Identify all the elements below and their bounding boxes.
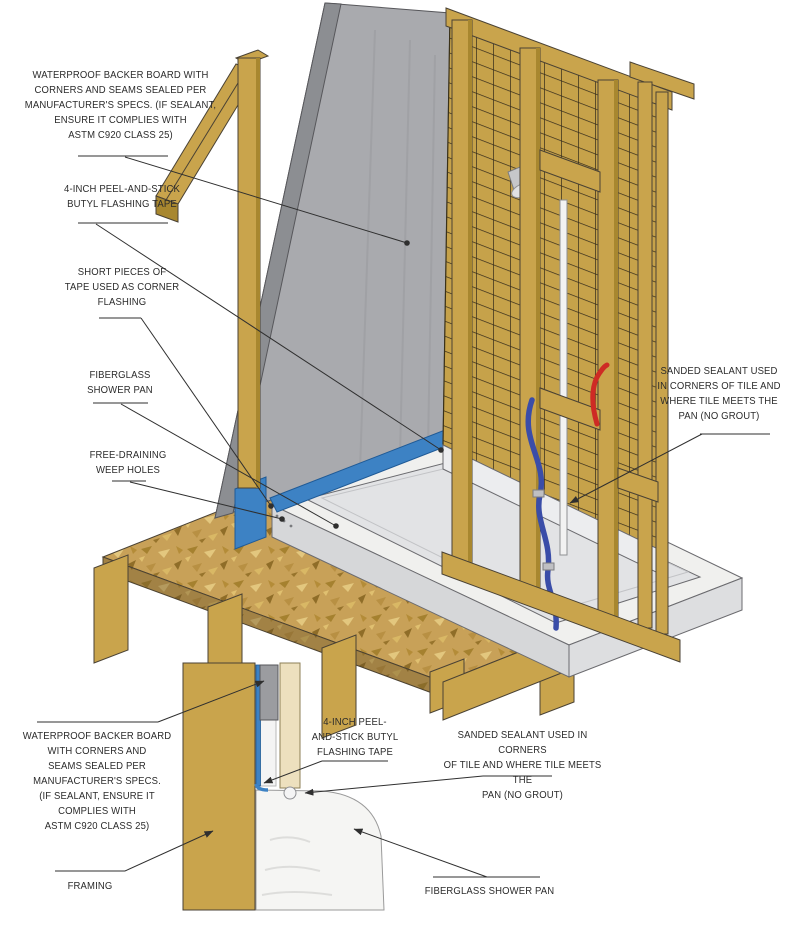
top-plate-stub — [629, 61, 695, 100]
joist — [321, 634, 357, 739]
label-fiberglass-pan-main: FIBERGLASS SHOWER PAN — [87, 370, 153, 396]
leader-tape-detail — [263, 760, 323, 784]
leader-backer-detail — [157, 680, 265, 723]
detail-section — [182, 662, 385, 911]
label-corner-flashing: SHORT PIECES OF TAPE USED AS CORNER FLAS… — [64, 267, 180, 308]
bottom-plate — [441, 551, 681, 663]
tile-detail — [279, 662, 301, 789]
label-waterproof-backer-detail: WATERPROOF BACKER BOARD WITH CORNERS AND… — [22, 731, 172, 832]
label-fiberglass-pan-detail: FIBERGLASS SHOWER PAN — [424, 886, 555, 897]
pan-flange-detail — [259, 719, 277, 787]
label-weep-holes: FREE-DRAINING WEEP HOLES — [89, 450, 167, 476]
joist — [93, 554, 129, 664]
leader-sealant-main — [569, 433, 703, 504]
leader-lines — [37, 155, 770, 878]
leader-backer-main — [124, 156, 408, 244]
label-flashing-tape-main: 4-INCH PEEL-AND-STICK BUTYL FLASHING TAP… — [64, 184, 180, 210]
pipe-clamp — [532, 489, 545, 498]
label-framing: FRAMING — [67, 881, 113, 892]
backer-board-detail — [259, 664, 279, 721]
pipe-clamp — [542, 562, 555, 571]
leader-pan-detail — [353, 828, 488, 878]
label-sanded-sealant-detail: SANDED SEALANT USED IN CORNERS OF TILE A… — [443, 730, 602, 801]
sealant-bead-detail — [283, 786, 297, 800]
framing-detail — [182, 662, 256, 911]
leader-weep — [129, 481, 283, 520]
label-waterproof-backer-main: WATERPROOF BACKER BOARD WITH CORNERS AND… — [24, 70, 217, 141]
leader-dots — [268, 240, 444, 529]
shower-pan-detail — [255, 789, 385, 911]
leader-tape-main — [95, 223, 442, 451]
hot-water-pipe — [590, 362, 610, 427]
corner-stud — [655, 91, 669, 635]
left-wall-framing — [155, 49, 270, 489]
leader-pan-main — [120, 403, 337, 527]
leader-corner-tape — [140, 317, 272, 507]
corner-stud — [637, 81, 653, 629]
shower-riser-pipe — [559, 199, 568, 556]
label-sanded-sealant-main: SANDED SEALANT USED IN CORNERS OF TILE A… — [657, 366, 781, 422]
leader-sealant-detail — [304, 775, 484, 796]
label-flashing-tape-detail: 4-INCH PEEL- AND-STICK BUTYL FLASHING TA… — [311, 717, 399, 758]
blocking — [539, 149, 659, 503]
leader-framing — [124, 830, 214, 872]
